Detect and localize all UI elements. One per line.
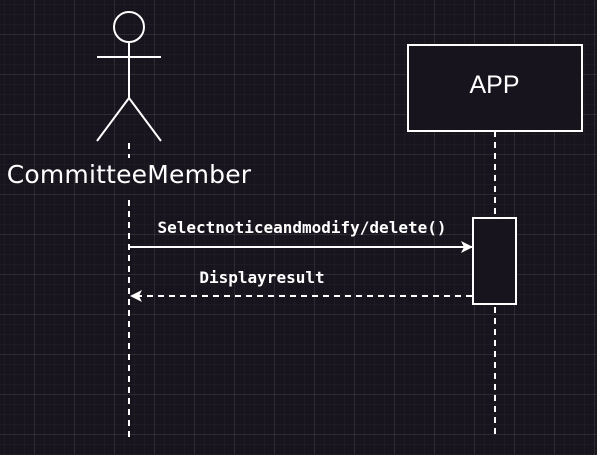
app-label: APP — [469, 71, 520, 99]
actor-label: CommitteeMember — [6, 160, 252, 189]
actor-stick-figure-icon — [96, 11, 162, 142]
reply-message-label: Displayresult — [199, 268, 325, 287]
app-activation-bar — [472, 217, 517, 305]
request-message-label: Selectnoticeandmodify/delete() — [157, 218, 447, 237]
